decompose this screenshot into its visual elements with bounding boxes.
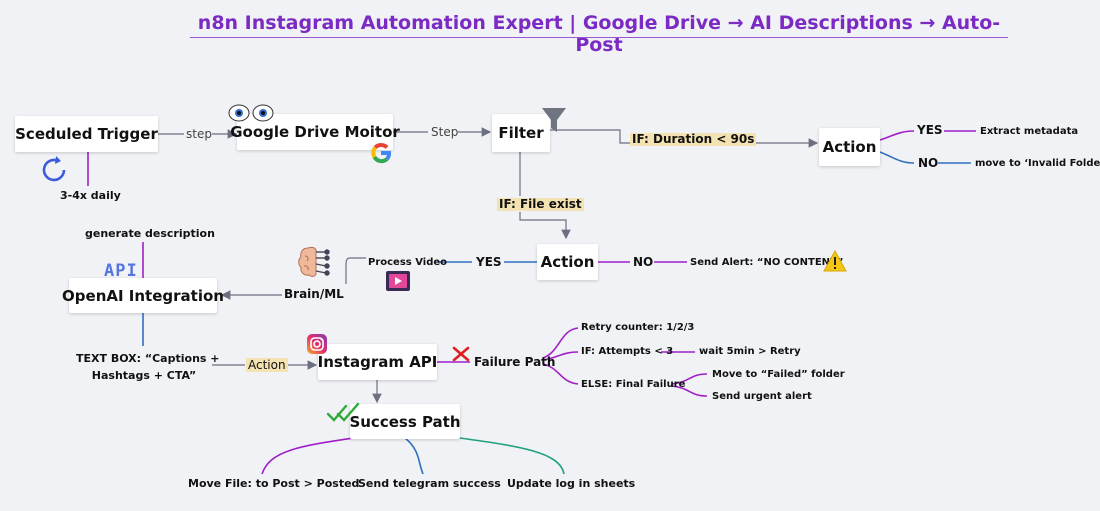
title-underline — [190, 37, 1008, 38]
page-title: n8n Instagram Automation Expert | Google… — [197, 12, 1001, 56]
wire-else-failed — [671, 373, 708, 385]
label-urgent-alert: Send urgent alert — [712, 391, 812, 402]
label-wait-retry: wait 5min > Retry — [699, 346, 801, 357]
wire-failure-else — [542, 363, 579, 385]
label-brain-ml: Brain/ML — [284, 287, 344, 301]
label-invalid-folder: move to ‘Invalid Folder’ — [975, 158, 1100, 169]
label-no-mid: NO — [633, 255, 654, 269]
wire-else-urgent — [671, 385, 708, 397]
label-send-alert: Send Alert: “NO CONTENT” — [690, 257, 844, 268]
wire-action-yes — [879, 130, 915, 141]
wire-success-telegram — [404, 437, 424, 475]
label-yes-top: YES — [917, 123, 943, 137]
label-if-file-exist: IF: File exist — [497, 197, 584, 211]
label-textbox: TEXT BOX: “Captions + Hashtags + CTA” — [76, 350, 220, 384]
wire-action-no — [879, 151, 915, 164]
node-instagram-api[interactable]: Instagram API — [318, 344, 437, 380]
wire-iffile-action — [519, 212, 571, 240]
label-generate-description: generate description — [85, 227, 215, 240]
brain-icon — [298, 246, 330, 277]
api-badge: API — [104, 261, 138, 281]
label-attempts: IF: Attempts < 3 — [581, 346, 674, 357]
label-step-2: Step — [431, 125, 459, 139]
label-retry-counter: Retry counter: 1/2/3 — [581, 322, 695, 333]
label-daily: 3-4x daily — [60, 189, 121, 202]
label-else-failure: ELSE: Final Failure — [581, 379, 686, 390]
wire-success-log — [451, 436, 565, 475]
wire-failure-attempts — [542, 351, 579, 361]
refresh-icon — [42, 156, 66, 182]
label-extract-metadata: Extract metadata — [980, 126, 1079, 137]
node-filter[interactable]: Filter — [492, 114, 550, 152]
label-action-bottom: Action — [246, 358, 288, 372]
label-move-failed: Move to “Failed” folder — [712, 369, 845, 380]
wire-success-move — [261, 436, 361, 475]
warning-icon — [823, 250, 847, 272]
video-play-icon — [386, 271, 410, 291]
node-action-mid[interactable]: Action — [537, 244, 598, 280]
label-move-file: Move File: to Post > Posted — [188, 477, 360, 490]
google-g-icon — [371, 143, 392, 164]
label-failure-path: Failure Path — [474, 355, 556, 369]
label-step-1: step — [186, 127, 212, 141]
label-update-log: Update log in sheets — [507, 477, 636, 490]
eyes-icon — [228, 104, 274, 122]
label-telegram: Send telegram success — [358, 477, 501, 490]
label-no-top: NO — [918, 156, 939, 170]
node-success-path[interactable]: Success Path — [349, 404, 461, 439]
red-x-icon — [452, 346, 470, 362]
funnel-icon — [542, 108, 566, 132]
wire-failure-retry — [542, 327, 579, 359]
label-yes-mid: YES — [476, 255, 502, 269]
node-openai-integration[interactable]: OpenAI Integration — [62, 278, 224, 313]
node-action-top[interactable]: Action — [819, 128, 880, 166]
label-textbox-line-2: Hashtags + CTA” — [91, 369, 197, 382]
wire-process-brain — [345, 257, 366, 284]
label-textbox-line-1: TEXT BOX: “Captions + — [76, 352, 220, 365]
label-if-duration: IF: Duration < 90s — [630, 132, 757, 146]
node-scheduled-trigger[interactable]: Sceduled Trigger — [15, 116, 158, 152]
double-check-icon — [326, 402, 360, 422]
instagram-icon — [307, 334, 327, 354]
label-process-video: Process Video — [368, 257, 448, 268]
